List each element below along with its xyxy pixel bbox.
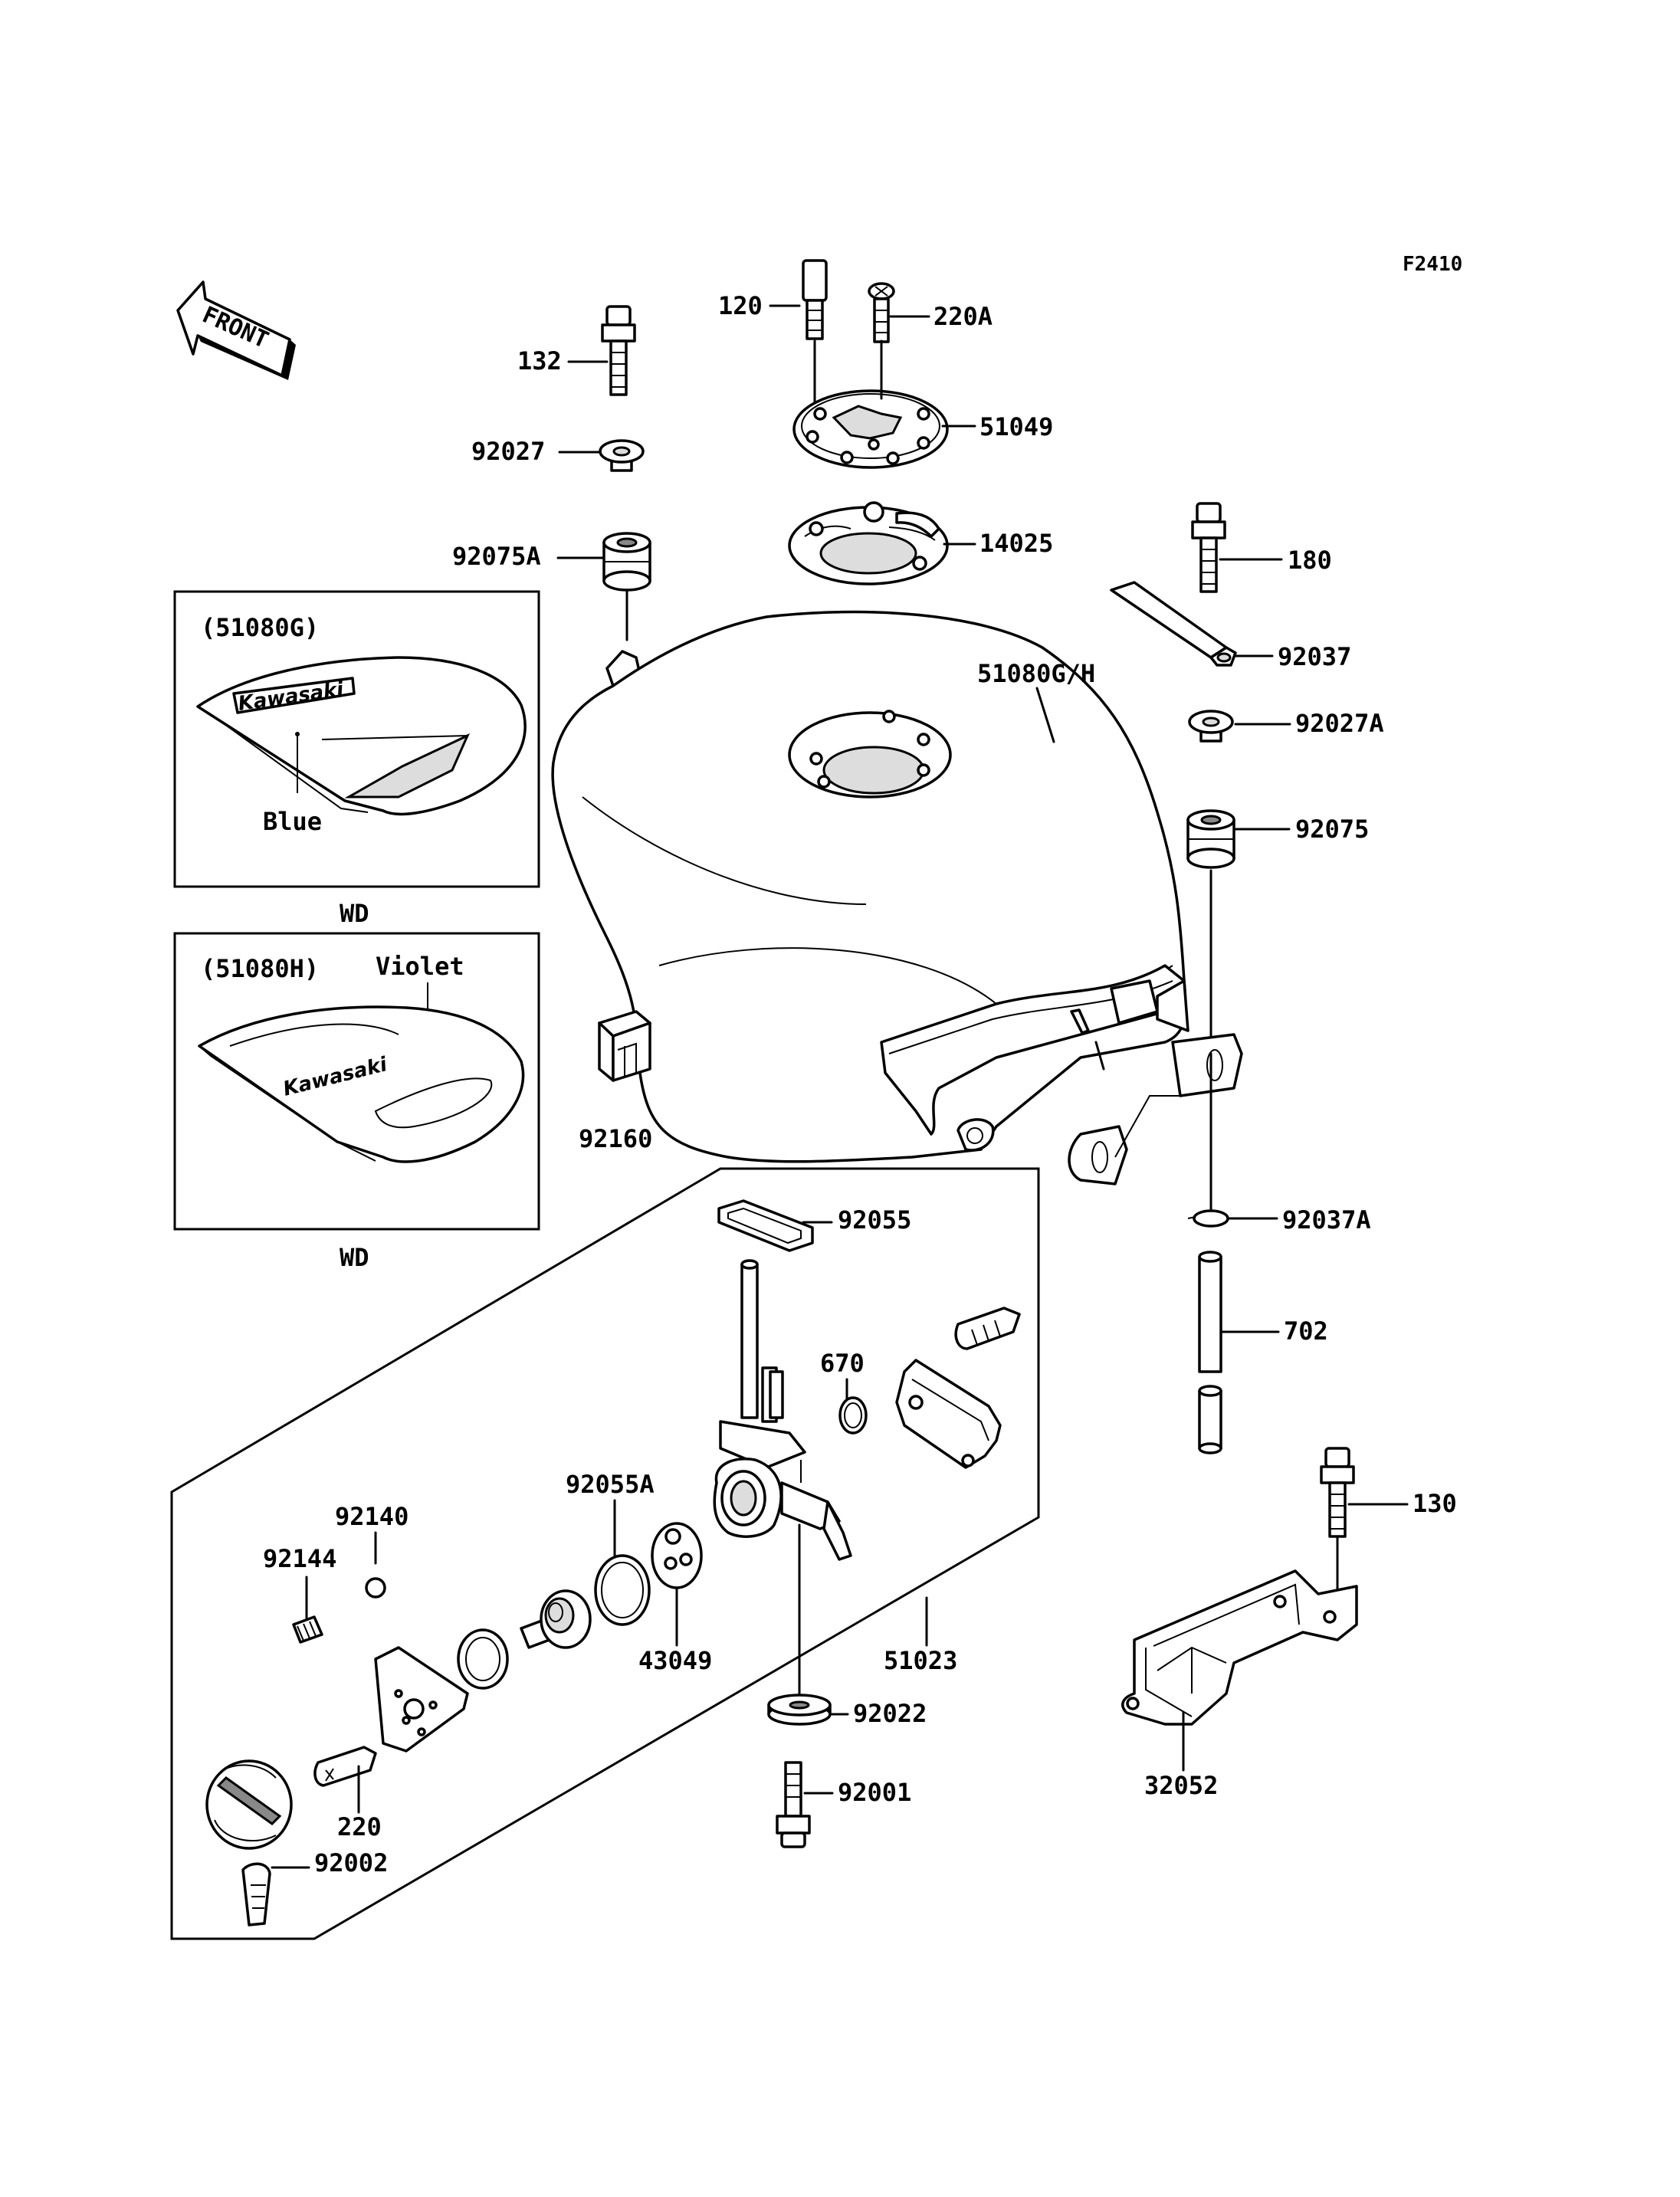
label-92027: 92027 [471,437,545,466]
oring-670 [838,1396,868,1435]
bolt-132 [601,305,636,396]
label-220a: 220A [934,302,993,331]
bolt-130 [1320,1447,1355,1538]
label-92055a: 92055A [566,1470,655,1499]
label-51049: 51049 [979,412,1053,441]
oring-92055a [594,1554,651,1626]
label-702: 702 [1284,1317,1328,1346]
gasket-43049 [651,1522,703,1589]
variant-h-code: (51080H) [201,954,319,983]
bolt-92001 [776,1761,811,1848]
label-120: 120 [718,291,763,320]
label-92160: 92160 [579,1124,652,1153]
ring-14025 [788,501,949,585]
label-130: 130 [1413,1489,1457,1518]
spring-92144 [292,1615,323,1644]
screw-92002 [241,1862,271,1926]
label-92037a: 92037A [1282,1205,1371,1235]
variant-g-code: (51080G) [201,613,319,642]
label-92140: 92140 [335,1502,409,1531]
fuel-tank-51080gh [551,610,1243,1185]
fuel-cock-assembly-box [170,1167,1040,1940]
screw-220a [868,282,895,343]
strap-92037 [1110,581,1237,667]
cap-plate-51049 [792,389,949,469]
variant-h-market: WD [340,1243,369,1272]
label-670: 670 [820,1349,865,1378]
damper-92160 [598,1010,651,1082]
label-43049: 43049 [638,1646,712,1675]
figure-code: F2410 [1403,253,1462,276]
variant-box-51080h: (51080H) Violet Kawasaki [173,932,540,1231]
bracket-32052 [1121,1569,1358,1726]
collar-92027 [599,439,645,472]
label-32052: 32052 [1144,1771,1218,1800]
label-92144: 92144 [263,1544,336,1573]
hose-702 [1198,1251,1222,1454]
fuel-cock-51023 [713,1259,852,1561]
label-14025: 14025 [979,529,1053,558]
label-92075: 92075 [1295,815,1369,844]
variant-h-color: Violet [376,952,464,981]
label-92027a: 92027A [1295,709,1384,738]
ball-92140 [365,1577,386,1599]
grommet-92075a [602,532,651,592]
washer-92022 [767,1694,832,1726]
collar-92027a [1188,710,1234,743]
clip-92037a [1187,1209,1229,1228]
gasket-92055 [717,1199,814,1252]
label-132: 132 [517,346,562,375]
bolt-180 [1191,502,1226,593]
cover-plate [895,1359,1002,1469]
label-92055: 92055 [838,1205,911,1235]
grommet-92075 [1186,809,1235,869]
label-92075a: 92075A [452,542,541,571]
label-92022: 92022 [853,1699,927,1728]
variant-box-51080g: (51080G) Kawasaki Blue [173,590,540,888]
label-180: 180 [1288,546,1332,575]
variant-g-market: WD [340,899,369,928]
variant-g-color: Blue [263,807,322,836]
label-92001: 92001 [838,1778,911,1807]
label-92037: 92037 [1278,642,1351,671]
label-220: 220 [337,1812,382,1841]
label-92002: 92002 [314,1848,388,1877]
label-51080gh: 51080G/H [977,659,1095,688]
bolt-120 [802,259,828,340]
fuel-cock-knob [205,1759,293,1850]
label-51023: 51023 [884,1646,957,1675]
valve-plate [374,1646,469,1753]
front-arrow-icon: FRONT [176,280,296,380]
lever-shaft [520,1589,592,1649]
screw-220 [313,1746,377,1787]
screw-cover [954,1307,1021,1350]
washer [457,1628,509,1690]
